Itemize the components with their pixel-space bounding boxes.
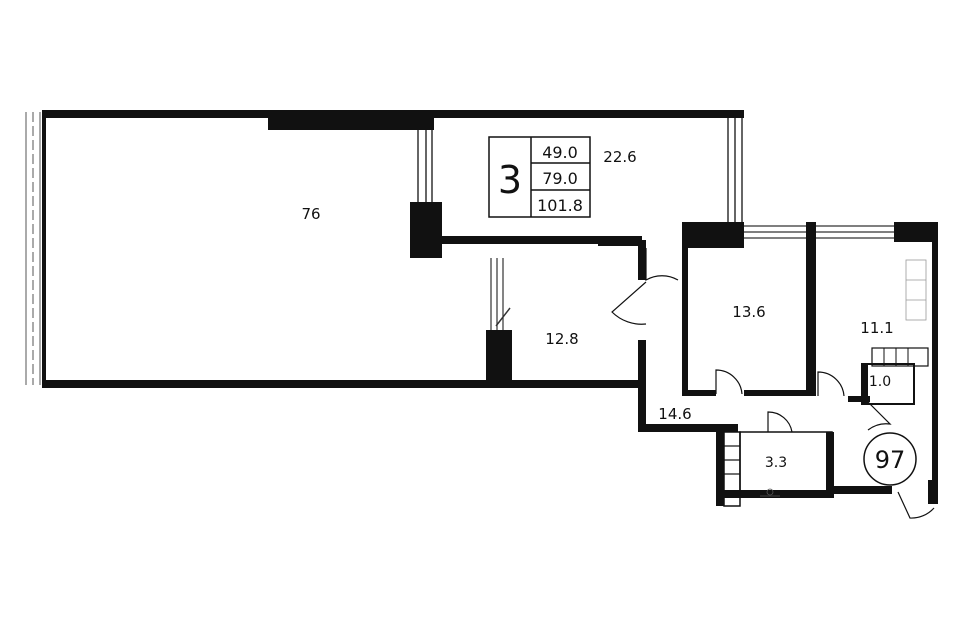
bedroom-1-walls xyxy=(682,222,816,396)
area-summary-box: 3 49.0 79.0 101.8 xyxy=(488,136,591,218)
balcony-walls xyxy=(410,118,743,258)
door-bedroom-1[interactable] xyxy=(715,369,743,395)
bedroom-2-area-label: 11.1 xyxy=(860,319,893,337)
living-area: 49.0 xyxy=(542,143,578,162)
door-closet[interactable] xyxy=(867,401,892,431)
hall-area-label: 14.6 xyxy=(658,405,691,423)
door-bathroom[interactable] xyxy=(767,411,793,433)
total-area: 79.0 xyxy=(542,169,578,188)
room-left-area-label: 12.8 xyxy=(545,330,578,348)
door-room-left[interactable] xyxy=(611,281,647,325)
door-bedroom-2[interactable] xyxy=(817,371,845,397)
bathroom-area-label: 3.3 xyxy=(765,455,787,471)
closet-area-label: 1.0 xyxy=(869,374,891,390)
terrace-walls xyxy=(25,110,744,388)
entrance-door[interactable] xyxy=(897,491,935,519)
hall-walls xyxy=(638,424,738,506)
bedroom-2-walls xyxy=(816,222,938,504)
terrace-area-label: 76 xyxy=(301,205,320,223)
total-area-with-outdoor: 101.8 xyxy=(537,196,583,215)
rooms-count: 3 xyxy=(498,158,522,202)
balcony-area-label: 22.6 xyxy=(603,148,636,166)
entrance-walls xyxy=(928,480,938,504)
bedroom-1-area-label: 13.6 xyxy=(732,303,765,321)
door-balcony-passage[interactable] xyxy=(645,248,679,282)
room-left-walls xyxy=(486,240,646,430)
apartment-number-badge: 97 xyxy=(863,432,917,486)
closet-walls xyxy=(861,363,915,405)
bathroom-walls xyxy=(716,431,892,507)
apartment-number: 97 xyxy=(875,446,906,474)
